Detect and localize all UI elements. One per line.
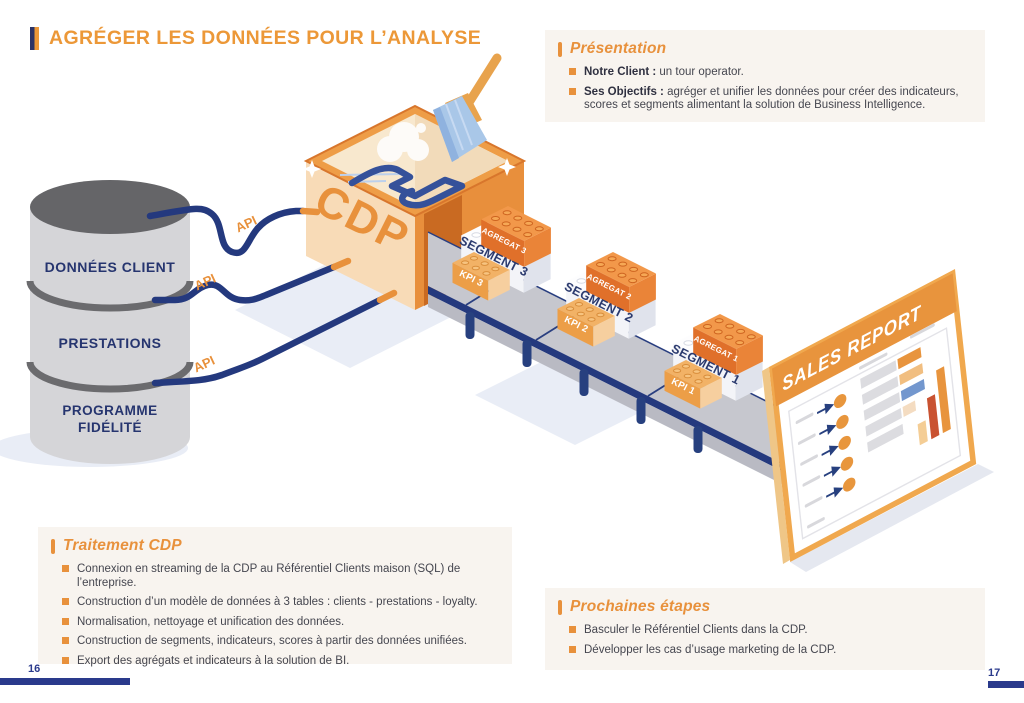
bullet-text: Construction de segments, indicateurs, s… [77,635,467,647]
list-item: Export des agrégats et indicateurs à la … [62,655,498,669]
bullet-text: Développer les cas d’usage marketing de … [584,643,837,656]
traitement-heading-row: Traitement CDP [51,537,498,555]
list-item: Construction de segments, indicateurs, s… [62,635,498,649]
database-top [30,180,190,234]
bullet-square-icon [62,656,69,664]
page-number-right: 17 [988,667,1001,679]
list-item: Connexion en streaming de la CDP au Réfé… [62,563,498,590]
screen-shadow [790,464,994,572]
status-dots [833,394,856,492]
presentation-heading: Présentation [570,40,667,57]
presentation-heading-row: Présentation [558,40,971,58]
bullet-text: agréger et unifier les données pour crée… [584,85,959,112]
api-label-2: API [192,271,218,294]
bullet-square-icon [569,87,576,95]
bullet-square-icon [569,68,576,75]
list-item: Développer les cas d’usage marketing de … [569,644,971,658]
heading-accent-bar [558,599,562,615]
list-item: Notre Client : un tour operator. [569,66,971,80]
page-number-left: 16 [28,663,41,675]
api-line-3 [151,296,384,387]
prochaines-heading: Prochaines étapes [570,598,711,615]
api-line-2 [151,263,338,304]
database-label-fidelite: FIDÉLITÉ [78,420,142,435]
page-title: AGRÉGER LES DONNÉES POUR L’ANALYSE [49,27,482,49]
presentation-panel: Présentation Notre Client : un tour oper… [545,30,985,122]
belt-front-face [428,294,800,493]
brick-set-geometry [452,206,551,301]
broom-icon [433,53,502,162]
database-cylinder: DONNÉES CLIENT PRESTATIONS PROGRAMME FID… [26,180,194,464]
bullet-text: Normalisation, nettoyage et unification … [77,615,345,628]
bullet-square-icon [62,617,69,625]
sales-report-screen: SALES REPORT [769,268,977,562]
bullet-square-icon [62,598,69,605]
prochaines-panel: Prochaines étapes Basculer le Référentie… [545,588,985,670]
list-item: Basculer le Référentiel Clients dans la … [569,624,971,638]
api-line-1 [146,205,307,257]
database-label-donnees-client: DONNÉES CLIENT [45,259,176,275]
page-title-row: AGRÉGER LES DONNÉES POUR L’ANALYSE [30,27,481,50]
report-panel [788,327,962,540]
bullet-square-icon [62,637,69,644]
sparkle-icons [303,158,516,178]
arrow-icons [816,403,844,498]
bullet-text: Export des agrégats et indicateurs à la … [77,654,350,667]
list-item: Normalisation, nettoyage et unification … [62,616,498,630]
belt-top [428,232,800,472]
data-tangle [348,164,466,209]
belt-front-stripe [428,286,800,480]
bullet-square-icon [569,645,576,653]
database-label-programme: PROGRAMME [62,403,157,418]
conveyor-belt [427,231,801,493]
report-list [795,394,856,529]
bullet-text: Basculer le Référentiel Clients dans la … [584,624,808,636]
api-lines: API API API [146,205,398,387]
screen-side-depth [762,367,790,564]
list-item: Construction d’un modèle de données à 3 … [62,596,498,610]
heading-accent-bar [51,538,55,554]
report-horizontal-bars [859,323,935,453]
list-item: Ses Objectifs : agréger et unifier les d… [569,86,971,113]
bullet-square-icon [569,626,576,633]
page-number-bar-left [0,678,130,685]
bullet-label: Notre Client : [584,66,657,78]
bullet-label: Ses Objectifs : [584,85,664,98]
report-bar-chart [917,366,951,446]
database-label-prestations: PRESTATIONS [59,335,162,351]
dust-cloud-icon [377,122,429,162]
page-number-bar-right [988,681,1024,688]
belt-legs [465,312,703,453]
heading-accent-bar [558,41,562,57]
report-header [771,273,957,407]
prochaines-heading-row: Prochaines étapes [558,598,971,616]
bullet-text: Construction d’un modèle de données à 3 … [77,596,478,608]
bullet-text: Connexion en streaming de la CDP au Réfé… [77,563,461,589]
cdp-front-face [306,161,415,310]
traitement-panel: Traitement CDP Connexion en streaming de… [38,527,512,667]
traitement-heading: Traitement CDP [63,537,182,554]
bullet-square-icon [62,565,69,572]
bullet-text: un tour operator. [659,66,744,78]
api-label-3: API [191,353,217,376]
title-accent-bar [30,27,39,50]
